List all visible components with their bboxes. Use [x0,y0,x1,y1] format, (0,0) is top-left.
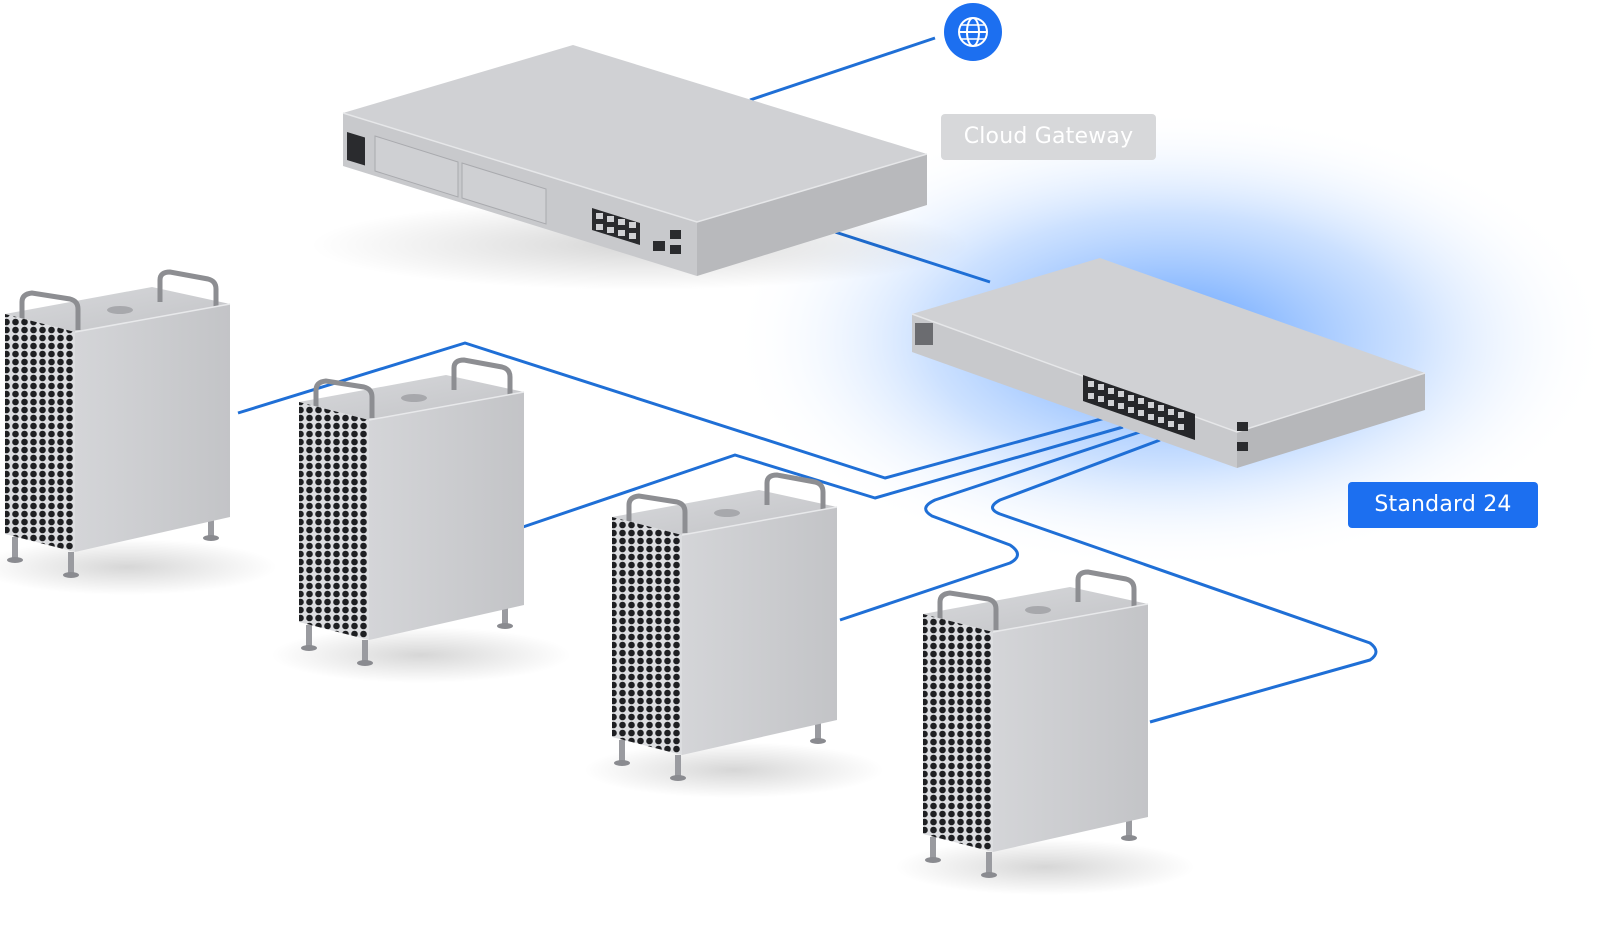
standard-24-switch [911,258,1426,468]
cable-switch-to-computer-3 [839,430,1141,622]
computer-4 [895,572,1195,895]
cable-switch-to-computer-1 [237,341,1106,480]
computer-3 [584,475,884,798]
cloud-gateway-label: Cloud Gateway [941,114,1156,160]
computer-1 [0,272,277,595]
cable-globe-to-gateway [749,36,936,102]
globe-icon [944,3,1002,61]
cable-switch-to-computer-2 [519,425,1124,530]
cable-switch-to-computer-4 [991,438,1378,724]
standard-24-label: Standard 24 [1348,482,1538,528]
computer-2 [271,360,571,683]
cloud-gateway-device [310,45,970,290]
